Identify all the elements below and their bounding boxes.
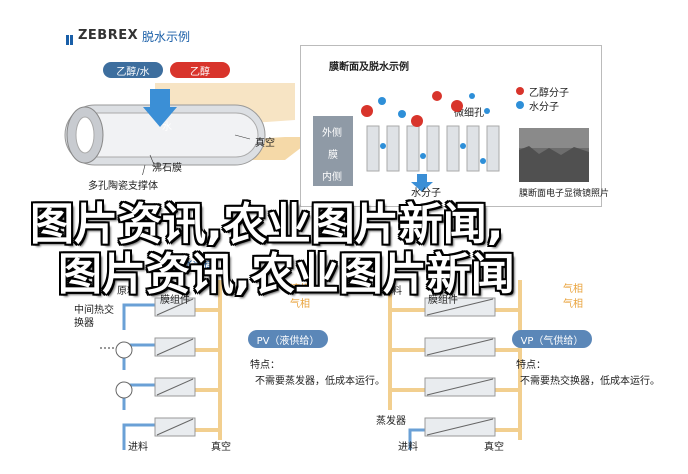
legend-water: 水分子 [529, 102, 559, 113]
right-feed-label: 原料 [382, 286, 402, 297]
legend-water-icon [516, 101, 524, 109]
left-title-partial: 脱水流程 [173, 259, 213, 270]
water-arrow-label: 水 [162, 122, 172, 133]
left-feed-label: 原料 [117, 286, 137, 297]
side-labels-panel [313, 116, 353, 186]
right-phase-a: 气相 [563, 284, 583, 295]
micrograph-caption: 膜断面电子显微镜照片 [519, 189, 610, 199]
left-mode-badge: PV（液供给） [248, 330, 328, 348]
left-module-label: 膜组件 [160, 295, 190, 306]
inset-title: 膜断面及脱水示例 [329, 62, 409, 73]
ceramic-support-label: 多孔陶瓷支撑体 [88, 181, 158, 192]
overlay-headline-2: 图片资讯,农业图片新闻 [58, 249, 515, 300]
legend-ethanol: 乙醇分子 [529, 88, 569, 99]
membrane-tube-illustration [64, 83, 300, 175]
right-evap-label: 蒸发器 [376, 416, 406, 427]
right-inlet-label: 进料 [398, 442, 418, 453]
logo-mark [66, 30, 74, 45]
right-phase-b: 气相 [563, 299, 583, 310]
left-phase-a: 液相 [290, 284, 310, 295]
right-features-text: 不需要热交换器，低成本运行。 [520, 376, 660, 387]
pill-ethanol: 乙醇 [170, 62, 230, 78]
membrane-label: 膜 [328, 150, 338, 161]
brand-name: ZEBREX [78, 28, 139, 43]
electron-micrograph [519, 128, 589, 182]
page-subtitle: 脱水示例 [142, 30, 191, 44]
right-process-diagram [388, 280, 522, 450]
vacuum-label: 真空 [255, 138, 275, 149]
right-module-label: 膜组件 [428, 295, 458, 306]
left-features-title: 特点： [250, 360, 280, 371]
right-mode-badge: VP（气供给） [512, 330, 592, 348]
inside-label: 内侧 [322, 172, 342, 183]
overlay-headline-1: 图片资讯,农业图片新闻, [30, 199, 504, 250]
molecule-diagram [361, 91, 500, 192]
pill-ethanol-water: 乙醇/水 [103, 62, 163, 78]
zeolite-membrane-label: 沸石膜 [152, 163, 182, 174]
legend-ethanol-icon [516, 87, 524, 95]
pore-label: 微细孔 [454, 108, 484, 119]
left-phase-b: 气相 [290, 299, 310, 310]
membrane-cross-section-panel: 膜断面及脱水示例 乙醇分子 水分子 外侧 膜 内侧 微细孔 水分子 膜断面电子显… [300, 45, 609, 207]
left-vacuum-label: 真空 [211, 442, 231, 453]
left-features-text: 不需要蒸发器，低成本运行。 [255, 376, 385, 387]
outside-label: 外侧 [322, 128, 342, 139]
right-features-title: 特点： [516, 360, 546, 371]
left-hx-label: 中间热交换器 [74, 305, 114, 329]
left-process-diagram [100, 280, 222, 450]
right-vacuum-label: 真空 [484, 442, 504, 453]
water-molecule-label: 水分子 [411, 188, 441, 199]
left-inlet-label: 进料 [128, 442, 148, 453]
